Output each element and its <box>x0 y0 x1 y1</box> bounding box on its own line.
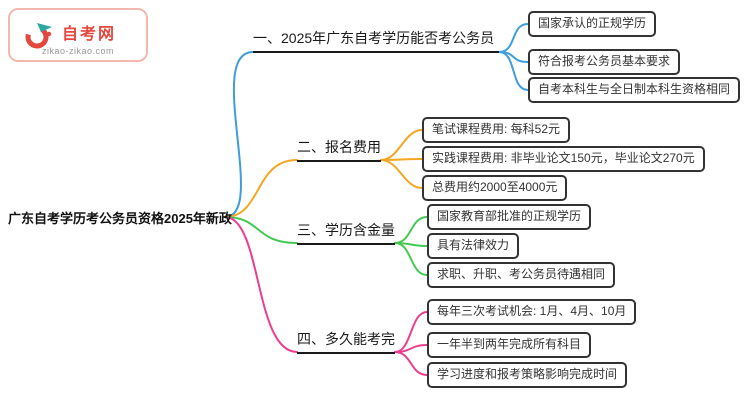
connector-branch2-child1 <box>380 129 423 161</box>
node-branch1-child1: 国家承认的正规学历 <box>528 11 657 37</box>
connector-branch2-child3 <box>380 159 423 189</box>
node-branch2-child2: 实践课程费用: 非毕业论文150元，毕业论文270元 <box>422 146 705 172</box>
site-logo-icon <box>25 23 52 49</box>
connector-branch4-child1 <box>394 311 428 353</box>
node-branch3-child3: 求职、升职、考公务员待遇相同 <box>427 262 616 288</box>
node-branch4-child2: 一年半到两年完成所有科目 <box>427 332 592 358</box>
node-branch3-child2: 具有法律效力 <box>427 233 520 259</box>
node-branch3-child1: 国家教育部批准的正规学历 <box>427 204 592 230</box>
connector-root-branch1 <box>224 51 254 218</box>
branch-label-2: 二、报名费用 <box>297 139 381 162</box>
connector-branch4-child3 <box>394 351 428 376</box>
connector-branch4-child2 <box>394 344 428 353</box>
connector-root-branch3 <box>224 216 298 244</box>
node-branch2-child1: 笔试课程费用: 每科52元 <box>422 117 571 143</box>
node-branch4-child1: 每年三次考试机会: 1月、4月、10月 <box>427 299 637 325</box>
connector-root-branch2 <box>224 159 298 218</box>
node-branch4-child3: 学习进度和报考策略影响完成时间 <box>427 362 628 388</box>
branch-label-3: 三、学历含金量 <box>297 222 395 245</box>
branch-label-1: 一、2025年广东自考学历能否考公务员 <box>253 30 499 53</box>
site-name: 自考网 <box>62 26 117 43</box>
site-url: zikao-zikao.com <box>41 46 115 56</box>
connector-branch3-child3 <box>394 242 428 276</box>
connector-branch1-child3 <box>498 51 529 91</box>
connector-branch1-child1 <box>498 23 529 53</box>
branch-label-4: 四、多久能考完 <box>297 331 395 354</box>
node-branch2-child3: 总费用约2000至4000元 <box>422 175 568 201</box>
mindmap-root-node: 广东自考学历考公务员资格2025年新政 <box>8 211 232 226</box>
connector-root-branch4 <box>224 216 298 353</box>
node-branch1-child3: 自考本科生与全日制本科生资格相同 <box>528 77 741 103</box>
connector-branch2-child2 <box>380 158 423 161</box>
connector-branch3-child1 <box>394 216 428 244</box>
connector-branch1-child2 <box>498 51 529 63</box>
site-logo[interactable]: 自考网 zikao-zikao.com <box>8 8 148 62</box>
connector-branch3-child2 <box>394 242 428 247</box>
node-branch1-child2: 符合报考公务员基本要求 <box>528 49 681 75</box>
